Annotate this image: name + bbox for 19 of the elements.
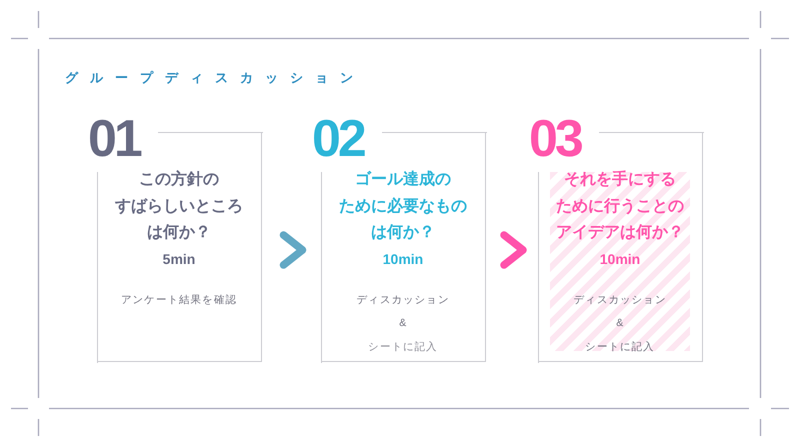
note-text: シートに記入 — [585, 340, 655, 354]
duration-text: 5min — [162, 250, 196, 268]
step-number: 02 — [312, 119, 366, 159]
note-text: シートに記入 — [368, 340, 438, 354]
note-text: & — [399, 316, 407, 331]
step-number: 01 — [88, 119, 142, 159]
chevron-arrow — [280, 231, 306, 269]
note-text: & — [616, 316, 624, 331]
question-text: この方針のすばらしいところは何か？ — [115, 169, 243, 243]
duration-text: 10min — [600, 250, 640, 268]
note-text: ディスカッション — [574, 292, 666, 308]
note-text: アンケート結果を確認 — [121, 292, 237, 308]
section-title: グループディスカッション — [65, 69, 365, 87]
question-text: ゴール達成のために必要なものは何か？ — [339, 170, 467, 243]
note-text: ディスカッション — [356, 292, 450, 308]
question-text: それを手にするために行うことのアイデアは何か？ — [556, 169, 684, 243]
duration-text: 10min — [382, 250, 424, 268]
step-number: 03 — [529, 119, 582, 159]
chevron-arrow — [500, 231, 527, 269]
